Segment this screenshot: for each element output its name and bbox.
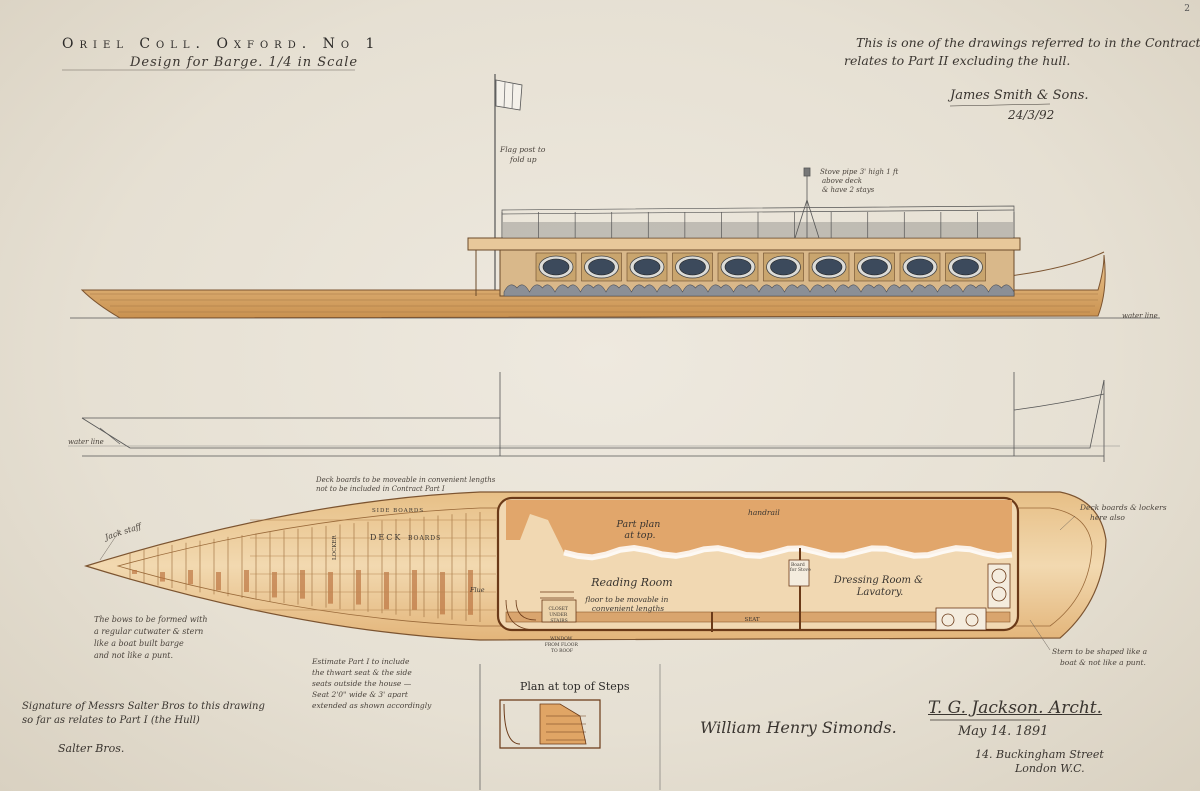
bench-seat xyxy=(505,611,1011,623)
salter-note-line-1: Signature of Messrs Salter Bros to this … xyxy=(22,701,265,712)
estimate-note: Estimate Part I to include the thwart se… xyxy=(311,657,432,710)
porthole-window xyxy=(626,252,668,282)
rib-shading xyxy=(328,572,333,604)
part-plan-label: Part plan at top. xyxy=(616,519,664,541)
stove-pipe-note: Stove pipe 3' high 1 ft above deck & hav… xyxy=(820,168,901,194)
rib-shading xyxy=(188,570,193,585)
salter-signature: Salter Bros. xyxy=(58,742,125,755)
seat-cushions xyxy=(503,284,1015,297)
water-line-label-left: water line xyxy=(68,438,104,446)
porthole-row xyxy=(535,252,986,282)
salter-signature-note: Signature of Messrs Salter Bros to this … xyxy=(22,700,265,728)
stove-board xyxy=(788,559,810,587)
closet-label: CLOSET UNDER STAIRS xyxy=(549,606,570,624)
jackson-address: 14. Buckingham Street London W.C. xyxy=(975,748,1104,776)
reading-room-note: floor to be movable in convenient length… xyxy=(584,595,671,613)
drawing-title: Oriel Coll. Oxford. No 1 xyxy=(62,36,381,52)
rib-shading xyxy=(384,572,389,610)
contract-statement: This is one of the drawings referred to … xyxy=(844,34,1200,70)
rib-shading xyxy=(132,570,137,574)
rib-shading xyxy=(160,572,165,582)
porthole-window xyxy=(581,252,622,282)
bow-note: The bows to be formed with a regular cut… xyxy=(94,615,210,660)
jackson-address-line-1: 14. Buckingham Street xyxy=(975,748,1104,761)
hull-elevation xyxy=(80,254,1106,319)
porthole-window xyxy=(899,252,941,282)
hull-profile-section xyxy=(68,372,1120,462)
deck-boards-label: BOARDS xyxy=(408,535,441,542)
flag-icon xyxy=(495,79,523,111)
railing-posts xyxy=(501,212,1015,238)
stair-well xyxy=(505,591,577,631)
contract-statement-line-2: relates to Part II excluding the hull. xyxy=(844,53,1071,68)
deck-boards-note-right: Deck boards & lockers here also xyxy=(1079,503,1169,522)
stove-pipe xyxy=(794,167,820,239)
plan-at-top-label: Plan at top of Steps xyxy=(520,680,630,693)
rib-shading xyxy=(356,570,361,605)
porthole-window xyxy=(854,252,895,282)
handrail-label: handrail xyxy=(748,508,780,517)
rib-shading xyxy=(300,570,305,599)
sheet-number: 2 xyxy=(1184,4,1190,14)
rib-shading xyxy=(244,570,249,593)
porthole-window xyxy=(945,252,986,282)
rib-shading xyxy=(272,572,277,598)
rib-shading xyxy=(412,570,417,610)
contract-statement-line-1: This is one of the drawings referred to … xyxy=(856,35,1200,50)
porthole-window xyxy=(808,252,850,282)
leader-lines xyxy=(99,515,1076,651)
stern-note: Stern to be shaped like a boat & not lik… xyxy=(1052,647,1150,667)
locker-label: LOCKER xyxy=(332,535,338,560)
porthole-window xyxy=(717,252,759,282)
deck-ribs xyxy=(129,512,496,622)
drawing-subtitle: Design for Barge. 1/4 in Scale xyxy=(130,55,359,70)
plan-at-top-of-steps xyxy=(479,664,661,790)
simonds-signature: William Henry Simonds. xyxy=(700,718,897,737)
deck-label: DECK xyxy=(370,533,402,542)
house-roof xyxy=(467,237,1021,251)
porthole-window xyxy=(672,252,713,282)
rib-shading xyxy=(440,572,445,615)
reading-room-label: Reading Room xyxy=(590,576,673,589)
plan-view: Part plan at top. handrail Reading Room … xyxy=(83,476,1169,710)
rib-shading xyxy=(216,572,221,591)
side-boards-label: SIDE BOARDS xyxy=(372,508,424,514)
stove-board-label: Board for Stove xyxy=(790,562,811,573)
deck-boards-note-left: Deck boards to be moveable in convenient… xyxy=(315,476,498,493)
jackson-signature: T. G. Jackson. Archt. xyxy=(928,698,1103,718)
lavatory-fixtures xyxy=(935,563,1011,631)
dressing-room-label: Dressing Room & Lavatory. xyxy=(833,575,927,598)
jackson-address-line-2: London W.C. xyxy=(1015,762,1085,775)
porthole-window xyxy=(535,252,577,282)
rib-shading xyxy=(468,570,473,615)
smith-date: 24/3/92 xyxy=(1008,108,1055,122)
smith-signature: James Smith & Sons. xyxy=(950,88,1089,103)
flag-post-note: Flag post to fold up xyxy=(499,145,548,164)
smith-underline xyxy=(949,103,1051,107)
salter-note-line-2: so far as relates to Part I (the Hull) xyxy=(22,715,200,726)
jack-staff-note: Jack staff xyxy=(102,521,144,542)
side-elevation: Flag post to fold up Stove pipe 3' high … xyxy=(70,74,1160,320)
jackson-date: May 14. 1891 xyxy=(958,724,1049,739)
water-line-label-right: water line xyxy=(1122,312,1158,320)
window-label: WINDOW FROM FLOOR TO ROOF xyxy=(545,636,580,654)
flue-label: Flue xyxy=(469,586,485,594)
porthole-window xyxy=(763,252,804,282)
roof-part-plan xyxy=(506,500,1012,558)
seat-label: SEAT xyxy=(744,617,759,623)
